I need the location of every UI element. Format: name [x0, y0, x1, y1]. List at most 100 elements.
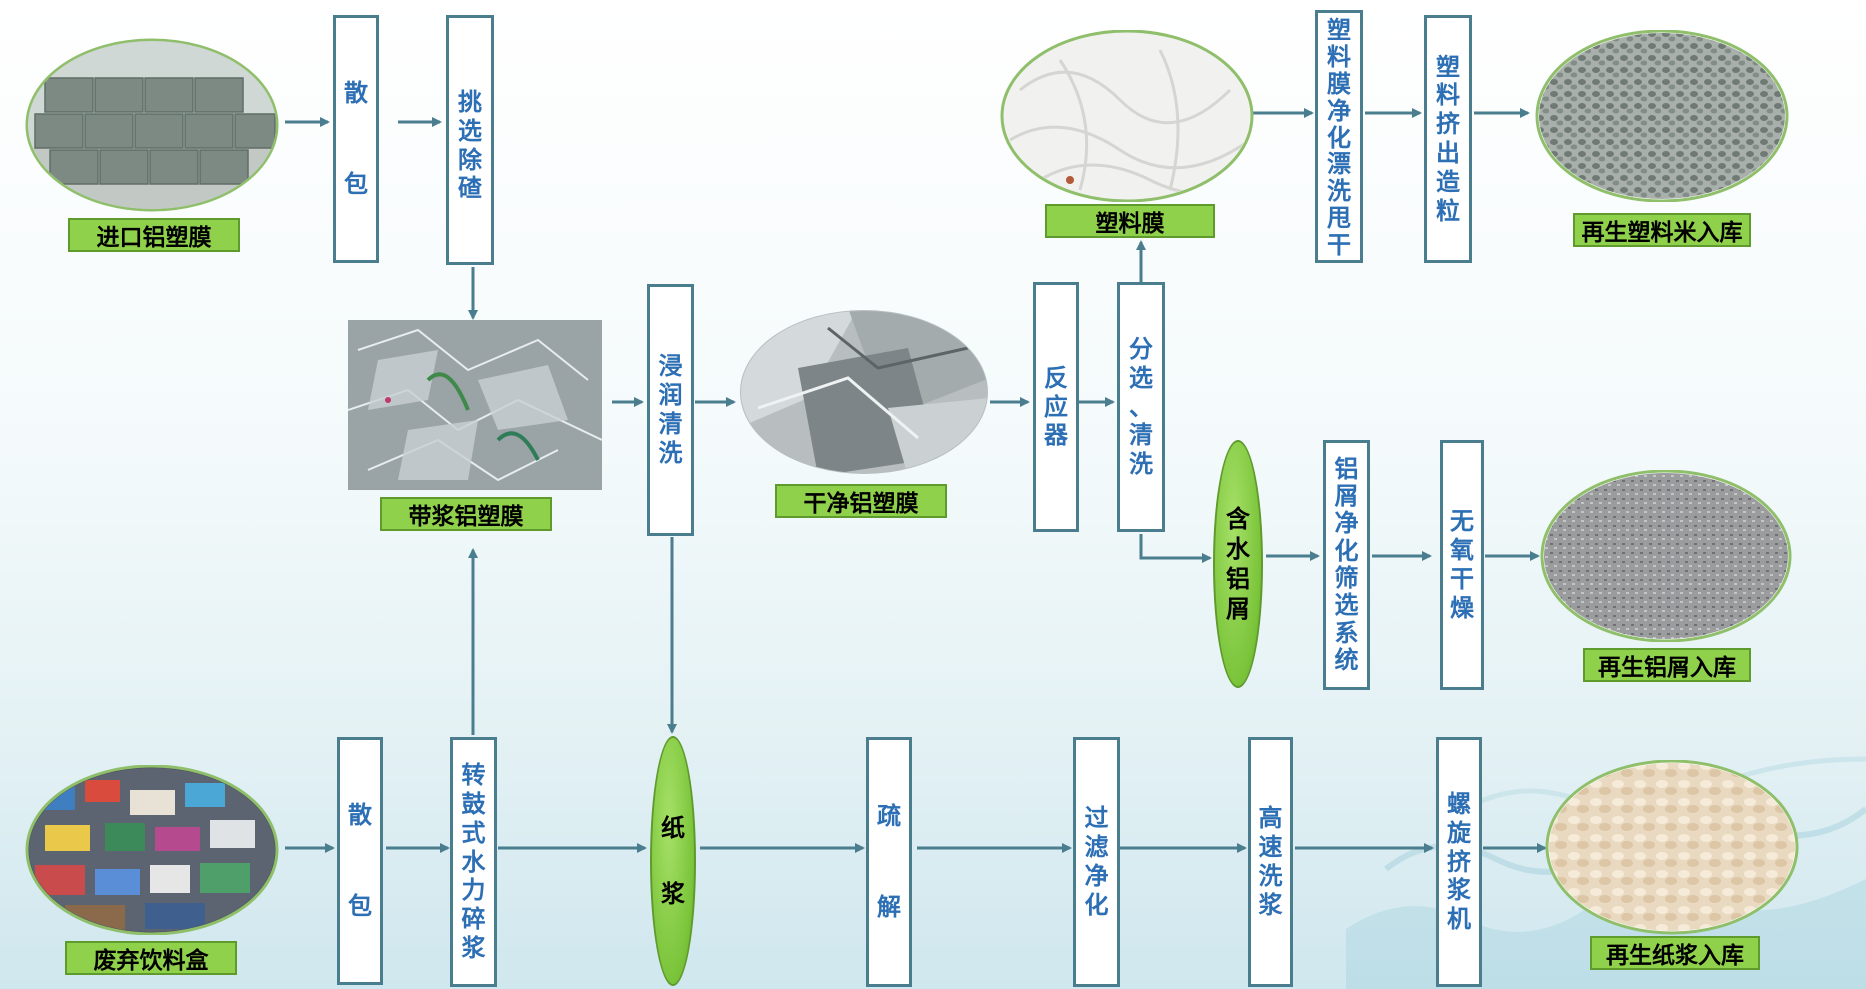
vertical-char: 化 [1085, 891, 1109, 920]
label-clean-alu-plastic: 干净铝塑膜 [775, 484, 947, 518]
vertical-char: 浆 [1447, 876, 1471, 905]
vertical-char: 净 [1335, 510, 1359, 537]
vertical-char: 洗 [1259, 862, 1283, 891]
vertical-char: 燥 [1450, 594, 1474, 623]
plastic-pellets-photo [1535, 30, 1790, 202]
plastic-film-photo [1000, 30, 1255, 202]
vertical-char: 器 [1044, 421, 1068, 450]
vertical-char: 应 [1044, 393, 1068, 422]
vertical-char: 无 [1450, 507, 1474, 536]
vertical-char: 润 [659, 381, 683, 410]
vertical-char: 机 [1447, 905, 1471, 934]
deflake-box: 疏解 [866, 737, 912, 987]
label-import-alu-plastic: 进口铝塑膜 [68, 218, 240, 252]
vertical-char: 挤 [1447, 848, 1471, 877]
vertical-char: 统 [1335, 647, 1359, 674]
vertical-char: 水 [1226, 534, 1250, 564]
dirty-film-photo [348, 320, 602, 490]
soak-wash-box: 浸润清洗 [647, 284, 694, 536]
vertical-char: 选 [1129, 364, 1153, 393]
vertical-char: 氧 [1450, 536, 1474, 565]
pulp-ellipse: 纸浆 [650, 736, 696, 986]
screw-press-box: 螺旋挤浆机 [1436, 737, 1482, 987]
vertical-char: 铝 [1335, 456, 1359, 483]
vertical-char: 系 [1335, 620, 1359, 647]
drum-pulper-box: 转鼓式水力碎浆 [450, 737, 497, 987]
vertical-char: 洗 [659, 439, 683, 468]
vertical-char: 造 [1436, 168, 1460, 197]
vertical-char: 选 [1335, 592, 1359, 619]
vertical-char: 清 [659, 410, 683, 439]
aluminum-flakes-photo [1540, 470, 1792, 642]
cartons-photo [25, 765, 280, 935]
vertical-char: 干 [1450, 565, 1474, 594]
vertical-char: 化 [1335, 538, 1359, 565]
vertical-char: 、 [1129, 393, 1153, 422]
vertical-char: 屑 [1335, 483, 1359, 510]
vertical-char: 化 [1327, 125, 1351, 152]
vertical-char: 式 [462, 819, 486, 848]
vertical-char: 塑 [1436, 53, 1460, 82]
unpack-top-box: 散包 [333, 15, 379, 263]
vertical-char: 疏 [877, 802, 901, 831]
vertical-char: 反 [1044, 364, 1068, 393]
vertical-char: 速 [1259, 833, 1283, 862]
vertical-char: 铝 [1226, 564, 1250, 594]
vertical-char: 净 [1327, 98, 1351, 125]
unpack-bottom-box: 散包 [337, 737, 383, 985]
vertical-char: 干 [1327, 232, 1351, 259]
vertical-char: 挤 [1436, 110, 1460, 139]
vertical-char: 包 [344, 170, 368, 199]
high-speed-wash-box: 高速洗浆 [1248, 737, 1293, 987]
reactor-box: 反应器 [1033, 282, 1079, 532]
vertical-char: 滤 [1085, 833, 1109, 862]
vertical-char: 筛 [1335, 565, 1359, 592]
vertical-char: 浸 [659, 352, 683, 381]
pulp-photo [1545, 760, 1800, 935]
vertical-char: 甩 [1327, 205, 1351, 232]
alu-purify-screen-box: 铝屑净化筛选系统 [1323, 440, 1370, 690]
vertical-char: 粒 [1436, 197, 1460, 226]
bales-photo [25, 38, 280, 213]
vertical-char: 浆 [462, 934, 486, 963]
vertical-char: 螺 [1447, 790, 1471, 819]
vertical-char: 料 [1436, 81, 1460, 110]
vertical-char: 清 [1129, 421, 1153, 450]
vertical-char: 净 [1085, 862, 1109, 891]
label-recycled-plastic-pellets: 再生塑料米入库 [1573, 213, 1751, 247]
vertical-char: 漂 [1327, 151, 1351, 178]
vertical-char: 纸 [661, 813, 685, 843]
vertical-char: 解 [877, 893, 901, 922]
label-recycled-pulp: 再生纸浆入库 [1590, 936, 1760, 970]
filter-purify-box: 过滤净化 [1073, 737, 1120, 987]
vertical-char: 塑 [1327, 17, 1351, 44]
vertical-char: 碎 [462, 905, 486, 934]
vertical-char: 选 [458, 117, 482, 146]
vertical-char: 旋 [1447, 819, 1471, 848]
vertical-char: 高 [1259, 804, 1283, 833]
wet-aluminum-ellipse: 含水铝屑 [1213, 440, 1263, 688]
vertical-char: 碴 [458, 174, 482, 203]
vertical-char: 浆 [661, 879, 685, 909]
vertical-char: 浆 [1259, 891, 1283, 920]
vertical-char: 水 [462, 848, 486, 877]
vertical-char: 转 [462, 761, 486, 790]
vertical-char: 鼓 [462, 790, 486, 819]
sort-remove-box: 挑选除碴 [446, 15, 494, 265]
vertical-char: 过 [1085, 804, 1109, 833]
vertical-char: 散 [348, 801, 372, 830]
label-recycled-aluminum: 再生铝屑入库 [1583, 648, 1751, 682]
vertical-char: 力 [462, 876, 486, 905]
vertical-char: 出 [1436, 139, 1460, 168]
film-purify-box: 塑料膜净化漂洗甩干 [1315, 10, 1363, 263]
vertical-char: 膜 [1327, 71, 1351, 98]
vertical-char: 洗 [1129, 450, 1153, 479]
vertical-char: 包 [348, 892, 372, 921]
label-plastic-film: 塑料膜 [1045, 204, 1215, 238]
vertical-char: 除 [458, 146, 482, 175]
clean-film-photo [738, 308, 990, 476]
vertical-char: 洗 [1327, 178, 1351, 205]
vertical-char: 分 [1129, 335, 1153, 364]
label-discarded-cartons: 废弃饮料盒 [65, 941, 237, 975]
